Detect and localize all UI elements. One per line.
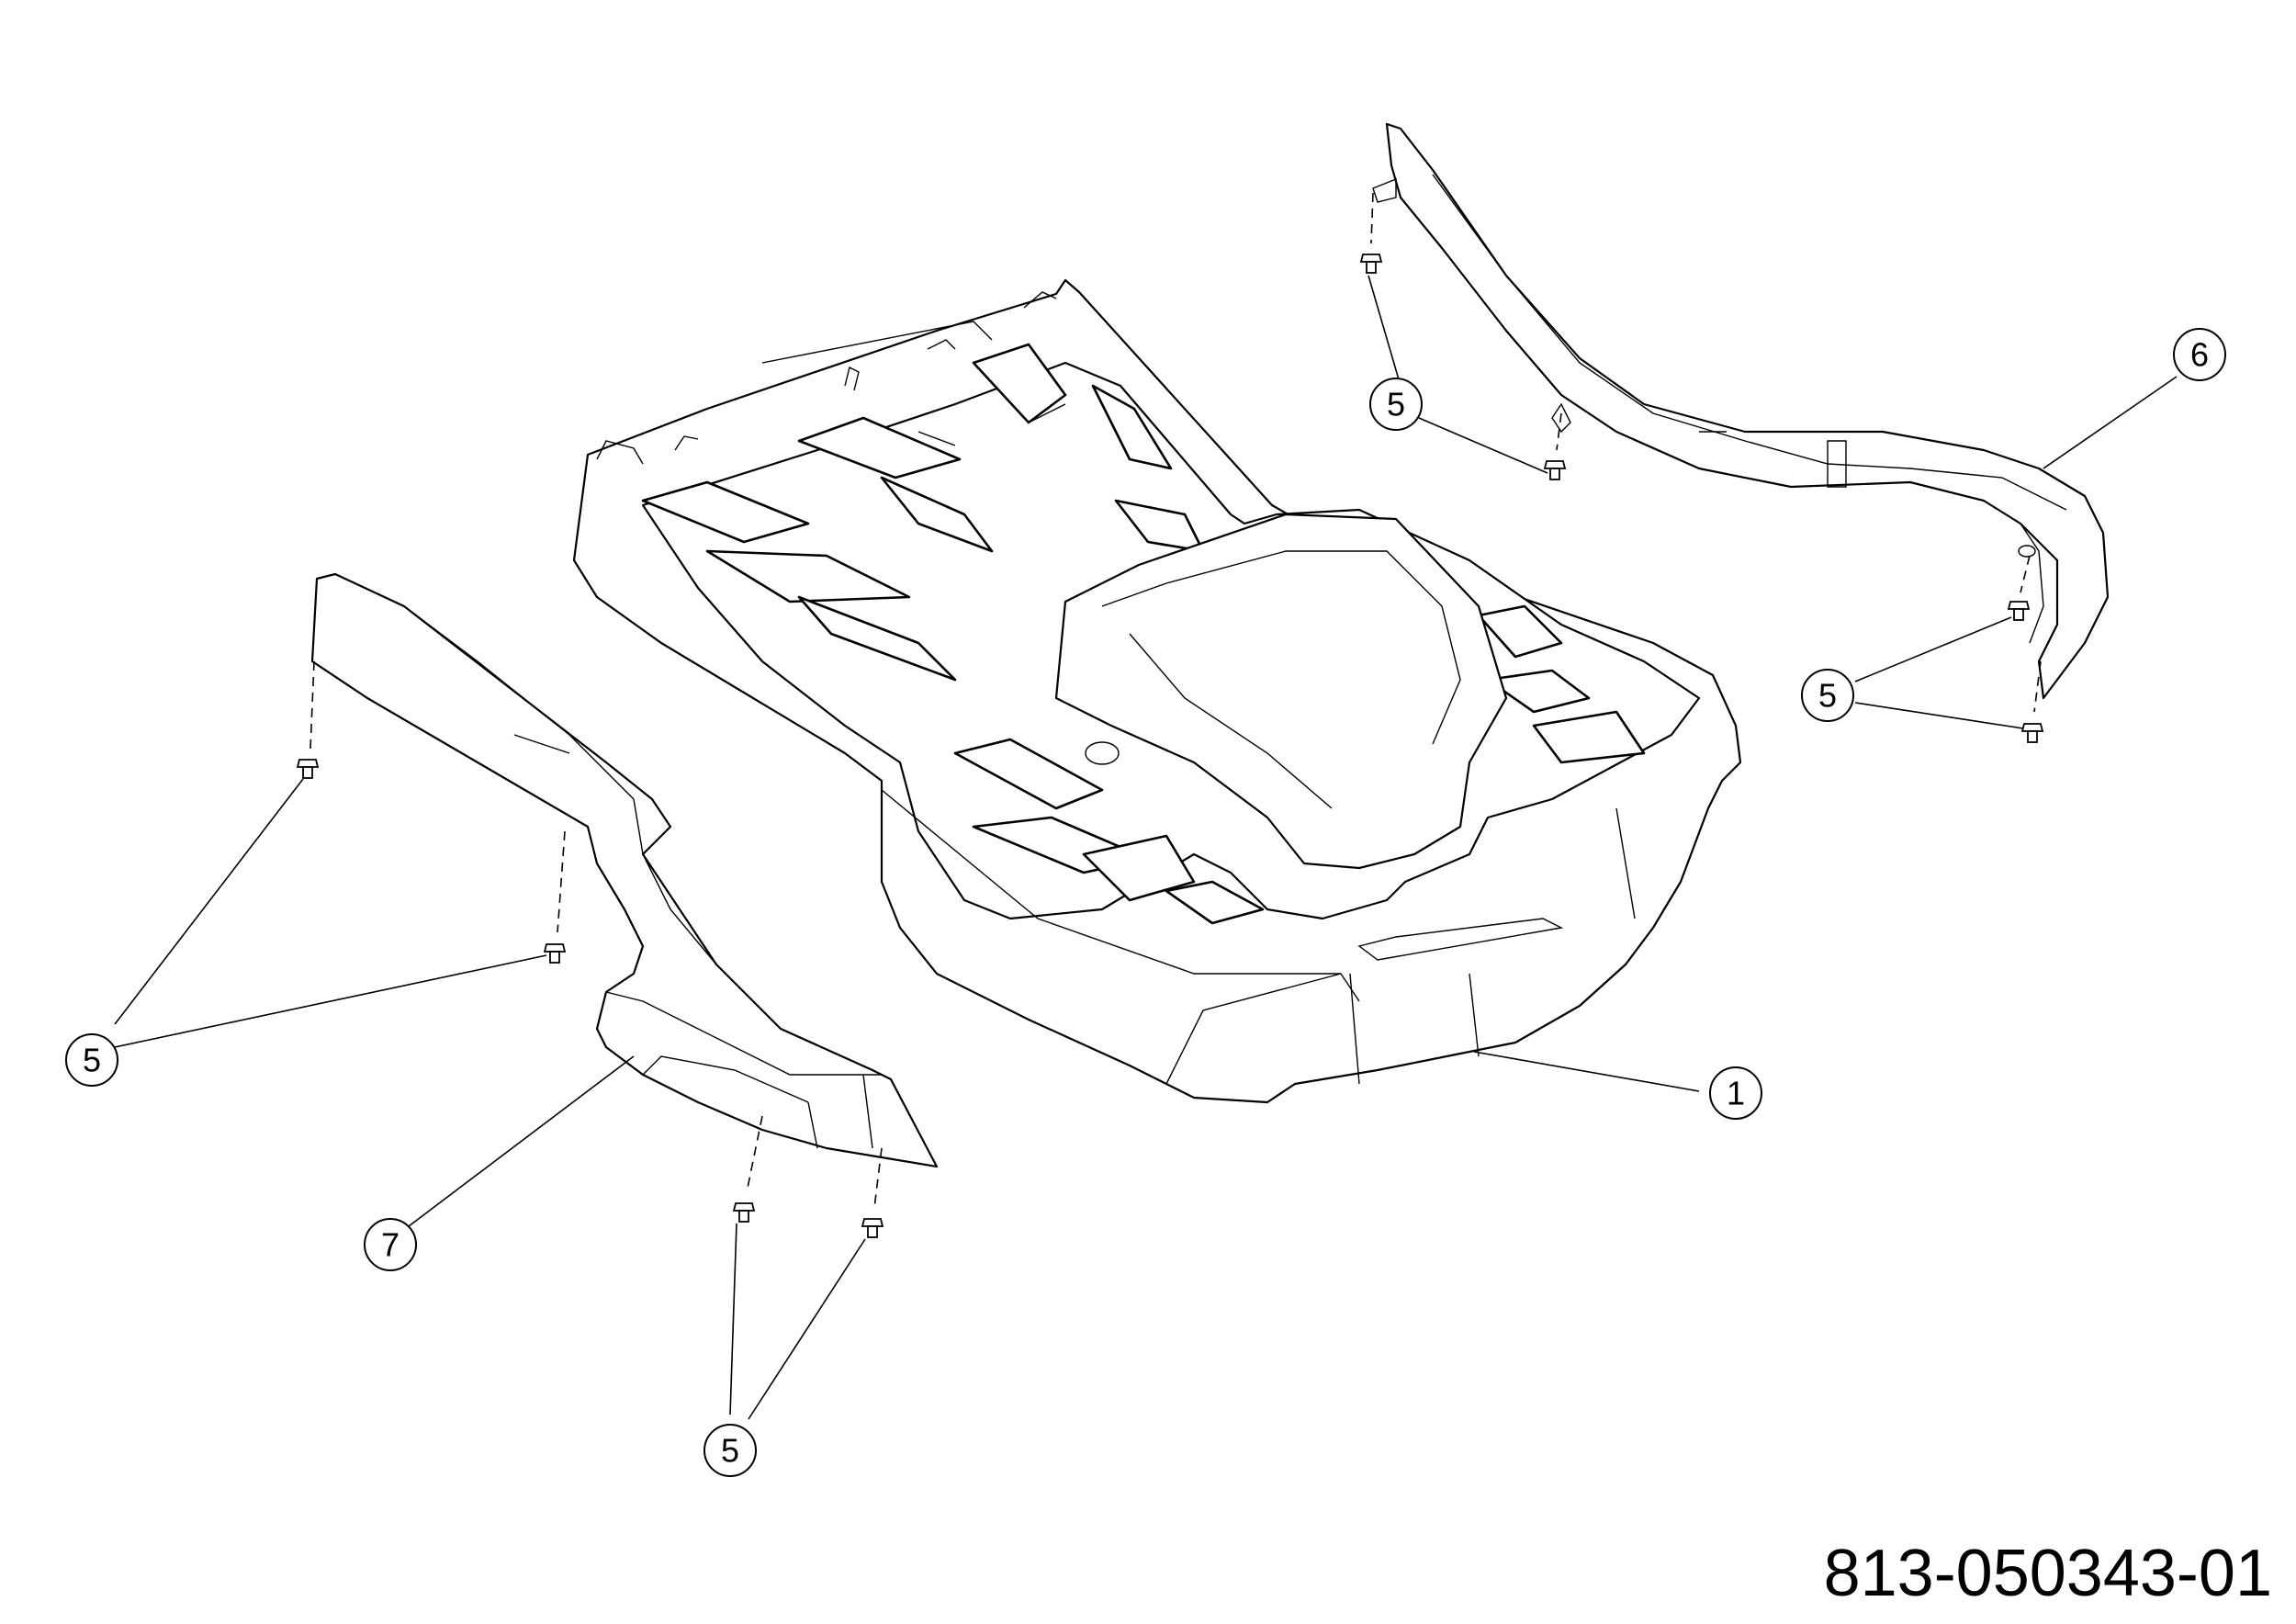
leader-lines [114, 275, 2178, 1420]
callout-5-right: 5 [1801, 669, 1854, 722]
screw-icon [543, 943, 567, 964]
callout-1: 1 [1709, 1066, 1762, 1120]
callout-5-left: 5 [65, 1033, 118, 1087]
callout-6: 6 [2173, 328, 2226, 381]
screw-icon [2007, 601, 2031, 621]
callout-5-top: 5 [1369, 378, 1423, 431]
screw-icon [2020, 723, 2044, 743]
callout-label: 6 [2190, 336, 2209, 374]
right-trim-part-6 [1372, 122, 2110, 700]
callout-5-bottom: 5 [703, 1424, 757, 1477]
left-trim-part-7 [310, 572, 939, 1168]
callout-label: 1 [1727, 1075, 1745, 1112]
body-part-1 [572, 278, 1742, 1104]
callout-label: 5 [1387, 386, 1405, 423]
screw-icon [861, 1218, 884, 1238]
screw-group [296, 254, 2044, 1238]
drawing-number: 813-050343-01 [1823, 1537, 2272, 1610]
callout-label: 7 [381, 1226, 400, 1264]
callout-label: 5 [721, 1432, 739, 1470]
assembly-lines [310, 192, 2042, 1209]
screw-icon [732, 1202, 756, 1223]
screw-icon [296, 759, 320, 779]
screw-icon [1543, 460, 1567, 480]
callout-label: 5 [1818, 677, 1837, 715]
screw-icon [1359, 254, 1383, 274]
callout-label: 5 [83, 1042, 101, 1079]
callout-7: 7 [364, 1218, 417, 1271]
